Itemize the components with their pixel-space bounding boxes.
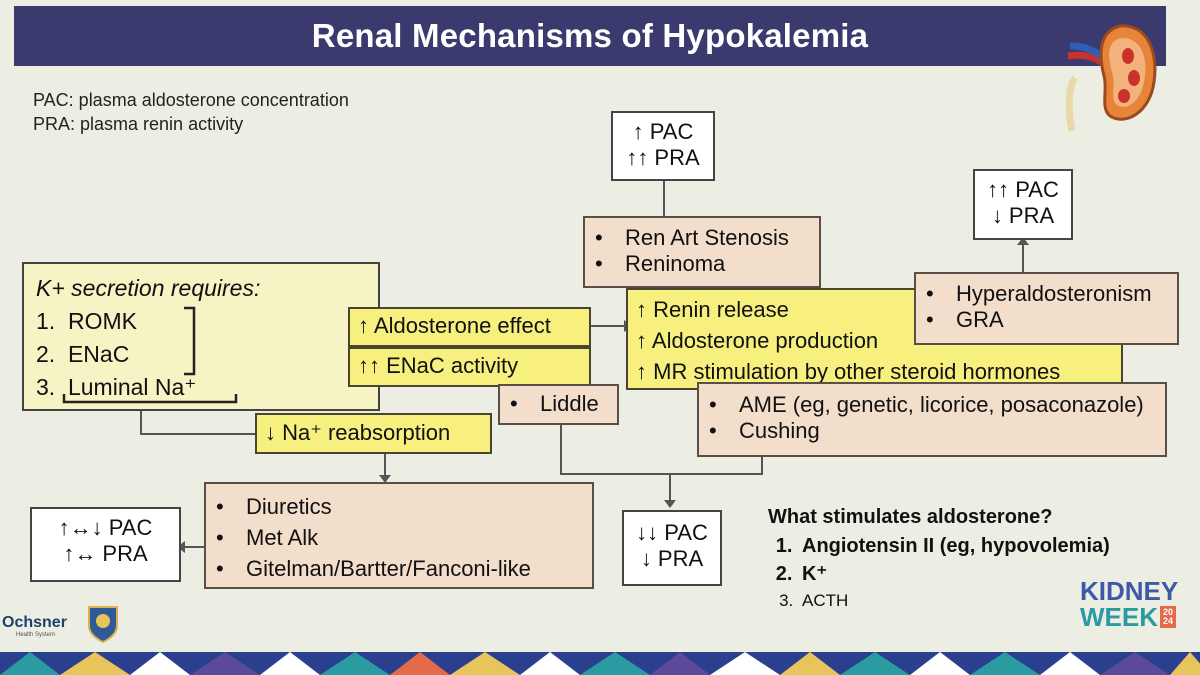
box-hyperaldosteronism: Hyperaldosteronism GRA [914, 272, 1179, 345]
box-renin-causes: Ren Art Stenosis Reninoma [583, 216, 821, 288]
box-liddle: Liddle [498, 384, 619, 425]
ochsner-logo: Ochsner Health System [2, 614, 67, 638]
pac-label: ↑↑ PAC [987, 177, 1059, 202]
question-title: What stimulates aldosterone? [768, 506, 1053, 528]
ame-item: AME (eg, genetic, licorice, posaconazole… [699, 392, 1165, 418]
stimulus-item: Angiotensin II (eg, hypovolemia) [798, 535, 1110, 558]
liddle-item: Liddle [500, 391, 617, 417]
k-req-romk: 1. ROMK [36, 308, 137, 334]
box-enac-activity: ↑↑ ENaC activity [348, 347, 591, 387]
year-top: 20 [1162, 607, 1173, 617]
cause-item: Reninoma [585, 251, 819, 277]
decorative-strip [0, 652, 1200, 675]
stimulus-item: K⁺ [798, 561, 1110, 586]
kidney-week-line1: KIDNEY [1080, 576, 1179, 606]
enac-activity-label: ↑↑ ENaC activity [358, 353, 519, 378]
connector [140, 410, 142, 434]
box-diuretics: Diuretics Met Alk Gitelman/Bartter/Fanco… [204, 482, 594, 589]
cause-item: Ren Art Stenosis [585, 225, 819, 251]
connector [1022, 241, 1024, 272]
kidney-icon [1065, 24, 1157, 132]
bracket [184, 306, 196, 376]
box-aldosterone-effect: ↑ Aldosterone effect [348, 307, 591, 347]
pac-label: ↑↔↓ PAC [58, 515, 153, 540]
k-req-luminal-na: 3. Luminal Na⁺ [36, 374, 197, 400]
arrow-down [664, 500, 676, 508]
pra-label: ↓ PRA [991, 203, 1055, 228]
box-pac-pra-renin: ↑ PAC ↑↑ PRA [611, 111, 715, 181]
underline-bracket [62, 394, 238, 404]
arrow-down [379, 475, 391, 483]
legend-pra: PRA: plasma renin activity [33, 114, 244, 134]
na-reabsorption-label: ↓ Na⁺ reabsorption [265, 420, 451, 445]
kidney-week-line2: WEEK [1080, 602, 1158, 632]
cushing-item: Cushing [699, 418, 1165, 444]
box-ame-cushing: AME (eg, genetic, licorice, posaconazole… [697, 382, 1167, 457]
pra-label: ↑↔ PRA [63, 541, 148, 566]
ochsner-sub: Health System [16, 632, 56, 638]
kidney-week-logo: KIDNEY WEEK 20 24 [1080, 578, 1178, 630]
crest-icon [88, 606, 118, 644]
arrow-left [177, 541, 185, 553]
hyperaldo-item: GRA [916, 307, 1177, 333]
arrow-up [1017, 237, 1029, 245]
stimulus-item: ACTH [798, 591, 1110, 611]
legend-pac: PAC: plasma aldosterone concentration [33, 90, 349, 110]
hyperaldo-item: Hyperaldosteronism [916, 281, 1177, 307]
k-req-enac: 2. ENaC [36, 341, 130, 367]
connector [140, 433, 256, 435]
slide-title: Renal Mechanisms of Hypokalemia [311, 17, 869, 54]
aldosterone-stimuli: What stimulates aldosterone? Angiotensin… [768, 506, 1110, 614]
met-alk-item: Met Alk [206, 522, 592, 553]
box-k-secretion: K+ secretion requires: 1. ROMK 2. ENaC 3… [22, 262, 380, 411]
box-pac-pra-hyperaldo: ↑↑ PAC ↓ PRA [973, 169, 1073, 240]
title-bar: Renal Mechanisms of Hypokalemia [14, 6, 1166, 66]
pac-label: ↑ PAC [632, 119, 694, 144]
k-secretion-heading: K+ secretion requires: [36, 275, 261, 301]
box-na-reabsorption: ↓ Na⁺ reabsorption [255, 413, 492, 454]
abbreviation-legend: PAC: plasma aldosterone concentration PR… [33, 88, 349, 136]
connector [384, 452, 386, 478]
year-bottom: 24 [1162, 616, 1173, 626]
box-renin-release: ↑ Renin release ↑ Aldosterone production… [626, 288, 1123, 390]
box-pac-pra-diuretics: ↑↔↓ PAC ↑↔ PRA [30, 507, 181, 582]
connector [560, 473, 762, 475]
pac-label: ↓↓ PAC [636, 520, 708, 545]
mr-stimulation-label: ↑ MR stimulation by other steroid hormon… [636, 359, 1061, 384]
aldosterone-effect-label: ↑ Aldosterone effect [358, 313, 551, 338]
connector [669, 473, 671, 503]
connector [183, 546, 205, 548]
kidney-week-line2-row: WEEK 20 24 [1080, 604, 1178, 630]
renin-release-label: ↑ Renin release [636, 297, 789, 322]
aldosterone-production-label: ↑ Aldosterone production [636, 328, 879, 353]
box-pac-pra-low: ↓↓ PAC ↓ PRA [622, 510, 722, 586]
gitelman-item: Gitelman/Bartter/Fanconi-like [206, 553, 592, 584]
pra-label: ↓ PRA [640, 546, 704, 571]
connector [761, 456, 763, 475]
pra-label: ↑↑ PRA [626, 145, 700, 170]
ochsner-name: Ochsner [2, 614, 67, 631]
connector [663, 181, 665, 217]
diuretics-item: Diuretics [206, 491, 592, 522]
year-badge: 20 24 [1160, 606, 1176, 628]
connector [560, 424, 562, 474]
connector [590, 325, 626, 327]
